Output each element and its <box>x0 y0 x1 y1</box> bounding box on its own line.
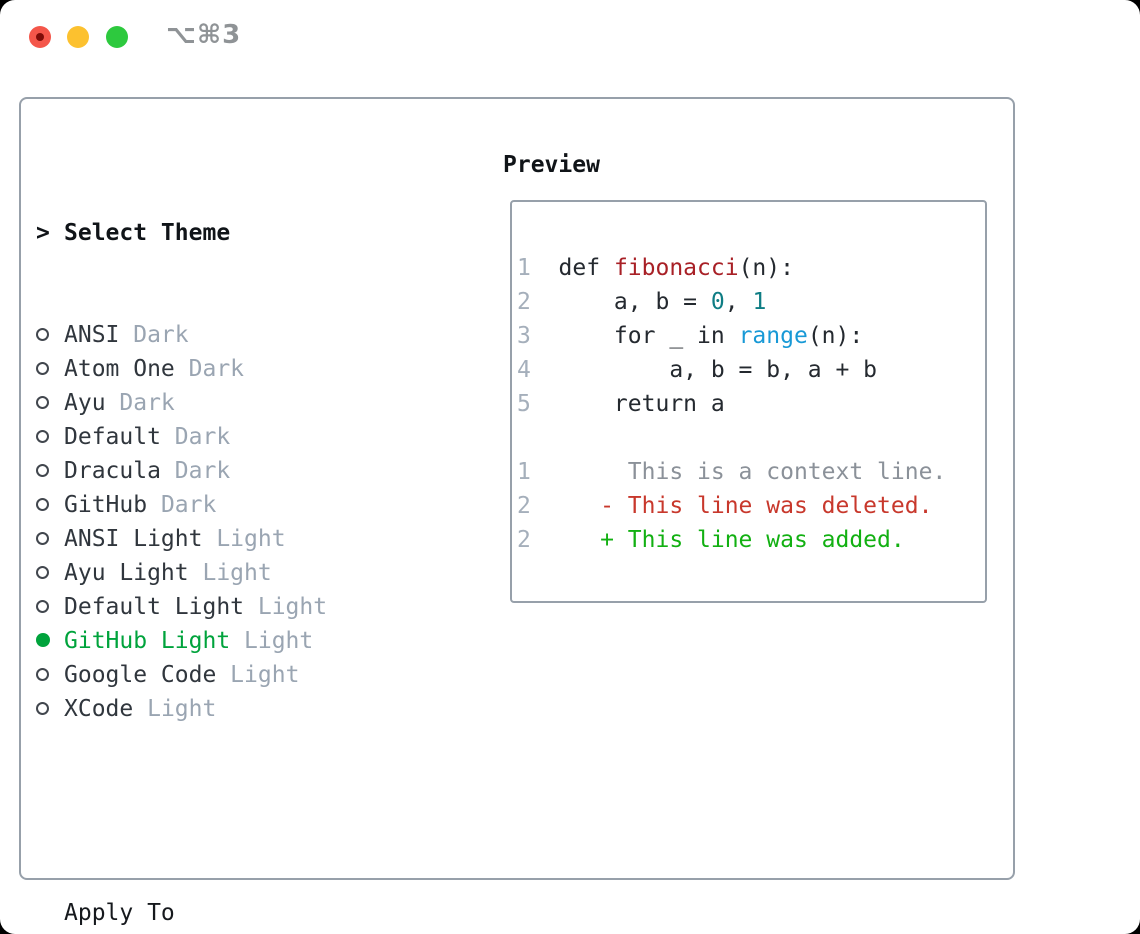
code-segment: a, b = <box>558 289 711 315</box>
theme-variant: Light <box>202 526 286 552</box>
theme-name: Google Code <box>64 662 217 688</box>
minimize-button[interactable] <box>67 26 89 48</box>
theme-option-github[interactable]: GitHub Dark <box>36 488 448 522</box>
theme-name: Ayu <box>64 390 106 416</box>
theme-variant: Light <box>188 560 272 586</box>
code-segment: , <box>724 289 753 315</box>
code-segment: a, b = b, a + b <box>558 357 878 383</box>
line-number: 4 <box>517 357 559 383</box>
focus-caret-icon: > <box>36 220 50 246</box>
theme-option-dracula[interactable]: Dracula Dark <box>36 454 448 488</box>
code-segment: return a <box>558 391 725 417</box>
theme-name: Default Light <box>64 594 245 620</box>
code-segment: - This line was deleted. <box>558 493 933 519</box>
theme-option-default[interactable]: Default Dark <box>36 420 448 454</box>
close-button[interactable] <box>29 26 51 48</box>
radio-icon <box>36 464 49 477</box>
code-line: 2 a, b = 0, 1 <box>517 285 946 319</box>
radio-icon <box>36 430 49 443</box>
radio-icon <box>36 668 49 681</box>
line-number: 2 <box>517 289 559 315</box>
theme-variant: Light <box>230 628 314 654</box>
window-title: ⌥⌘3 <box>166 20 242 50</box>
spacer <box>36 794 448 828</box>
line-number: 3 <box>517 323 559 349</box>
code-segment: (n): <box>738 255 794 281</box>
code-segment: def <box>558 255 614 281</box>
theme-variant: Dark <box>119 322 189 348</box>
theme-variant: Dark <box>147 492 217 518</box>
radio-icon <box>36 532 49 545</box>
apply-to-title: Apply To <box>64 900 175 926</box>
code-segment: (n): <box>807 323 864 349</box>
code-line: 2 + This line was added. <box>517 523 946 557</box>
theme-name: Atom One <box>64 356 175 382</box>
radio-icon <box>36 600 49 613</box>
radio-icon <box>36 498 49 511</box>
code-segment: + This line was added. <box>558 527 905 553</box>
code-segment: This is a context line. <box>558 459 947 485</box>
close-dot-icon <box>36 33 44 41</box>
code-segment: range <box>738 323 808 349</box>
theme-option-google-code[interactable]: Google Code Light <box>36 658 448 692</box>
theme-name: XCode <box>64 696 134 722</box>
theme-option-ayu[interactable]: Ayu Dark <box>36 386 448 420</box>
apply-to-header: Apply To <box>36 896 448 930</box>
code-line: 2 - This line was deleted. <box>517 489 946 523</box>
radio-icon <box>36 396 49 409</box>
code-line: 4 a, b = b, a + b <box>517 353 946 387</box>
theme-variant: Dark <box>174 356 245 382</box>
radio-icon <box>36 566 49 579</box>
theme-option-default-light[interactable]: Default Light Light <box>36 590 448 624</box>
theme-variant: Light <box>133 696 217 722</box>
theme-name: Default <box>64 424 161 450</box>
code-line <box>517 421 946 455</box>
line-number: 1 <box>517 255 559 281</box>
theme-variant: Light <box>244 594 328 620</box>
code-segment: for _ in <box>558 323 739 349</box>
code-line: 1 This is a context line. <box>517 455 946 489</box>
theme-variant: Dark <box>160 424 231 450</box>
theme-option-atom-one[interactable]: Atom One Dark <box>36 352 448 386</box>
select-theme-header: > Select Theme <box>36 216 448 250</box>
radio-selected-icon <box>36 633 50 647</box>
line-number: 2 <box>517 493 559 519</box>
radio-icon <box>36 702 49 715</box>
theme-option-ayu-light[interactable]: Ayu Light Light <box>36 556 448 590</box>
theme-variant: Dark <box>160 458 231 484</box>
theme-option-github-light[interactable]: GitHub Light Light <box>36 624 448 658</box>
theme-name: ANSI <box>64 322 120 348</box>
theme-name: GitHub Light <box>64 628 231 654</box>
theme-variant: Light <box>216 662 300 688</box>
theme-option-ansi-light[interactable]: ANSI Light Light <box>36 522 448 556</box>
theme-name: ANSI Light <box>64 526 203 552</box>
select-theme-title: Select Theme <box>64 220 231 246</box>
code-line: 3 for _ in range(n): <box>517 319 946 353</box>
theme-name: Dracula <box>64 458 161 484</box>
code-segment: 0 <box>710 289 725 315</box>
radio-icon <box>36 362 49 375</box>
theme-name: Ayu Light <box>64 560 189 586</box>
code-segment: 1 <box>752 289 767 315</box>
radio-icon <box>36 328 49 341</box>
zoom-button[interactable] <box>106 26 128 48</box>
theme-option-ansi[interactable]: ANSI Dark <box>36 318 448 352</box>
theme-option-xcode[interactable]: XCode Light <box>36 692 448 726</box>
line-number: 1 <box>517 459 559 485</box>
line-number: 5 <box>517 391 559 417</box>
code-segment: fibonacci <box>613 255 739 281</box>
code-line: 1 def fibonacci(n): <box>517 251 946 285</box>
theme-variant: Dark <box>105 390 175 416</box>
preview-title: Preview <box>503 152 600 178</box>
theme-name: GitHub <box>64 492 148 518</box>
line-number: 2 <box>517 527 559 553</box>
code-line: 5 return a <box>517 387 946 421</box>
